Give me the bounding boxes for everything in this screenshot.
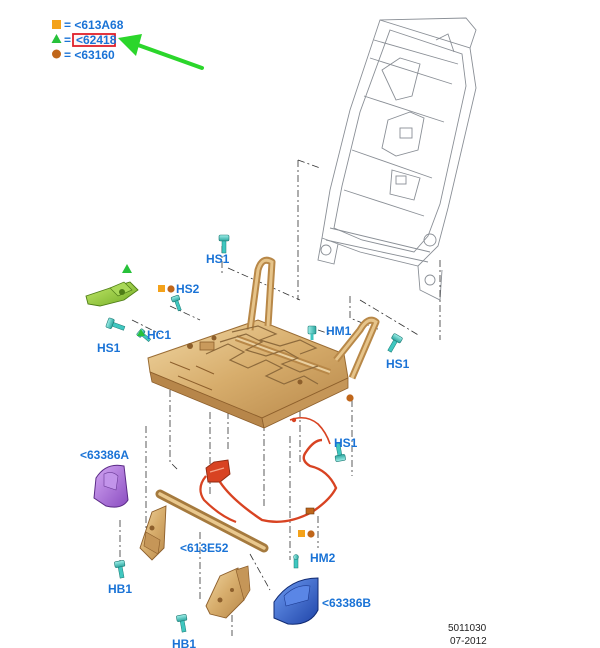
legend-triangle-icon xyxy=(51,34,62,43)
bolt-icon xyxy=(170,294,182,312)
assembly-lines xyxy=(119,159,441,636)
legend-square-icon xyxy=(52,20,61,29)
bracket-triangle-icon xyxy=(122,264,132,273)
hs2-square-icon xyxy=(158,285,165,292)
reference-date: 07-2012 xyxy=(450,636,487,647)
label-hb1-upper: HB1 xyxy=(108,582,132,596)
cable-assembly xyxy=(199,416,338,524)
bolt-icon xyxy=(334,442,346,462)
label-hs1-right: HS1 xyxy=(386,357,410,371)
label-63386b: <63386B xyxy=(322,596,371,610)
front-crossmember xyxy=(139,489,269,619)
nut-icon xyxy=(307,325,317,340)
reference-number: 5011030 xyxy=(448,623,487,634)
cable-square-icon xyxy=(298,530,305,537)
fasteners xyxy=(105,234,403,633)
hs2-circle-icon xyxy=(167,285,175,293)
label-hs1-left: HS1 xyxy=(97,341,121,355)
bolt-icon xyxy=(114,560,126,579)
seatback-frame xyxy=(317,17,477,301)
legend-item-triangle: = xyxy=(64,33,71,47)
cable-circle-icon xyxy=(307,530,315,538)
cushion-frame xyxy=(147,256,380,429)
label-hc1: HC1 xyxy=(147,328,171,342)
legend-item-triangle-highlight: <62418 xyxy=(76,33,117,47)
bolt-icon xyxy=(105,317,126,331)
green-bracket xyxy=(85,281,139,307)
legend-item-square: = <613A68 xyxy=(64,18,124,32)
clip-icon xyxy=(293,554,299,569)
bolt-icon xyxy=(176,614,188,633)
label-hs1-mid: HS1 xyxy=(334,436,358,450)
label-hm2: HM2 xyxy=(310,551,336,565)
label-hb1-lower: HB1 xyxy=(172,637,196,648)
label-63386a: <63386A xyxy=(80,448,129,462)
purple-cover xyxy=(93,464,129,508)
label-hs2: HS2 xyxy=(176,282,200,296)
label-hm1: HM1 xyxy=(326,324,352,338)
highlight-box xyxy=(72,33,116,47)
legend-circle-icon xyxy=(52,49,61,59)
label-613e52: <613E52 xyxy=(180,541,229,555)
green-arrow-icon xyxy=(118,34,204,70)
part-labels: HS1 HS2 HC1 HS1 HM1 HS1 HS1 <63386A <613… xyxy=(80,252,487,648)
label-hs1-top: HS1 xyxy=(206,252,230,266)
legend: = <613A68 = <62418 = <63160 xyxy=(51,18,124,62)
bolt-icon xyxy=(387,333,403,353)
blue-cover xyxy=(273,577,319,625)
frame-circle-icon xyxy=(346,394,354,402)
bolt-icon xyxy=(218,234,230,254)
hc1-triangle-icon xyxy=(137,329,145,336)
legend-item-circle: = <63160 xyxy=(64,48,115,62)
